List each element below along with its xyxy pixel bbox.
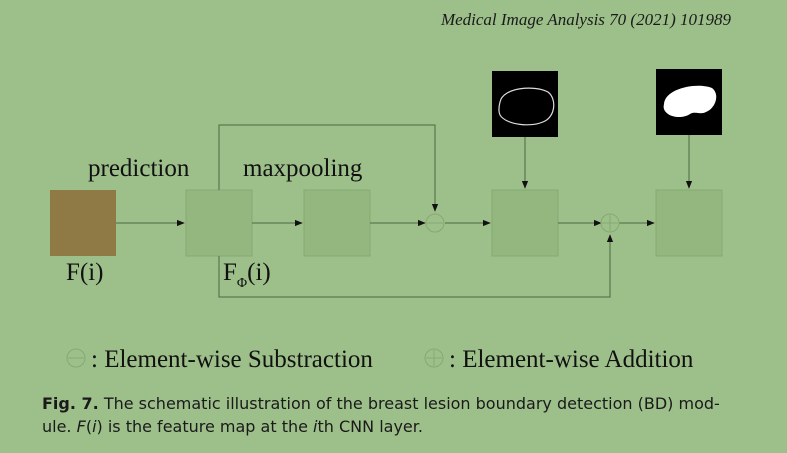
figure-caption: Fig. 7. The schematic illustration of th… — [42, 394, 720, 436]
addition-output-block — [655, 189, 723, 257]
journal-header: Medical Image Analysis 70 (2021) 101989 — [440, 10, 731, 29]
bd-module-diagram: prediction maxpooling F(i) FΦ(i) : Eleme… — [50, 69, 723, 373]
subtraction-operator — [425, 213, 445, 233]
maxpooling-label: maxpooling — [243, 155, 363, 182]
skip-to-subtraction — [218, 124, 439, 212]
legend-addition-symbol — [424, 348, 444, 368]
legend-addition-text: : Element-wise Addition — [449, 346, 694, 373]
caption-line1: The schematic illustration of the breast… — [103, 394, 720, 413]
pooled-feature-label: FΦ(i) — [223, 259, 271, 291]
skip-to-addition — [218, 234, 614, 298]
prediction-label: prediction — [88, 155, 190, 182]
addition-operator — [600, 213, 620, 233]
lesion-mask-image — [656, 69, 722, 135]
maxpooling-block — [303, 189, 371, 257]
figure-label: Fig. 7. — [42, 394, 99, 413]
subtraction-output-block — [491, 189, 559, 257]
legend-subtraction-symbol — [66, 348, 86, 368]
input-feature-label: F(i) — [66, 259, 104, 286]
boundary-mask-image — [492, 71, 558, 137]
prediction-block — [185, 189, 253, 257]
input-feature-block — [50, 190, 116, 256]
legend-subtraction-text: : Element-wise Substraction — [91, 346, 373, 373]
